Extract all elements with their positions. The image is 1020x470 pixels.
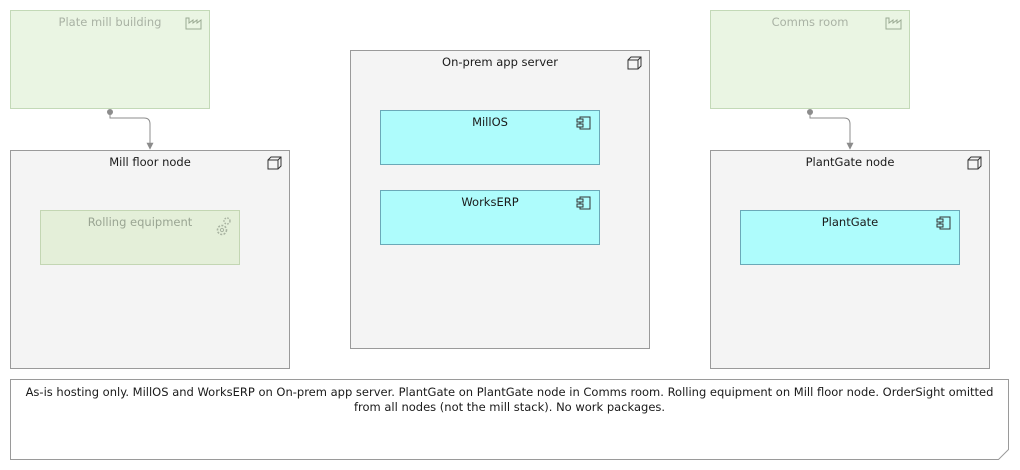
- node-label: On-prem app server: [442, 55, 558, 69]
- component-millos[interactable]: MillOS: [380, 110, 600, 165]
- node-mill-floor[interactable]: Mill floor node Rolling equipment: [10, 150, 290, 369]
- component-label: PlantGate: [821, 215, 879, 229]
- component-icon: [935, 216, 953, 230]
- node-cube-icon: [965, 156, 983, 170]
- location-label: Plate mill building: [58, 15, 162, 29]
- location-label: Comms room: [771, 15, 849, 29]
- node-plantgate[interactable]: PlantGate node PlantGate: [710, 150, 990, 369]
- equipment-rolling[interactable]: Rolling equipment: [40, 210, 240, 265]
- node-cube-icon: [265, 156, 283, 170]
- gear-icon: [215, 215, 233, 236]
- note-frame: [10, 379, 1009, 460]
- connection-comms-room-to-plantgate-node[interactable]: [807, 109, 854, 150]
- location-plate-mill-building[interactable]: Plate mill building: [10, 10, 210, 109]
- equipment-label: Rolling equipment: [87, 215, 193, 229]
- component-label: WorksERP: [461, 195, 519, 209]
- note-text: As-is hosting only. MillOS and WorksERP …: [25, 385, 994, 414]
- location-comms-room[interactable]: Comms room: [710, 10, 910, 109]
- component-label: MillOS: [472, 115, 508, 129]
- component-icon: [575, 116, 593, 130]
- node-cube-icon: [625, 56, 643, 70]
- component-plantgate[interactable]: PlantGate: [740, 210, 960, 265]
- factory-icon: [185, 16, 203, 30]
- connection-plate-mill-to-mill-floor[interactable]: [107, 109, 154, 150]
- diagram-note[interactable]: As-is hosting only. MillOS and WorksERP …: [10, 379, 1009, 460]
- component-workserp[interactable]: WorksERP: [380, 190, 600, 245]
- node-on-prem-app-server[interactable]: On-prem app server MillOS WorksERP: [350, 50, 650, 349]
- node-label: Mill floor node: [109, 155, 191, 169]
- factory-icon: [885, 16, 903, 30]
- node-label: PlantGate node: [805, 155, 895, 169]
- component-icon: [575, 196, 593, 210]
